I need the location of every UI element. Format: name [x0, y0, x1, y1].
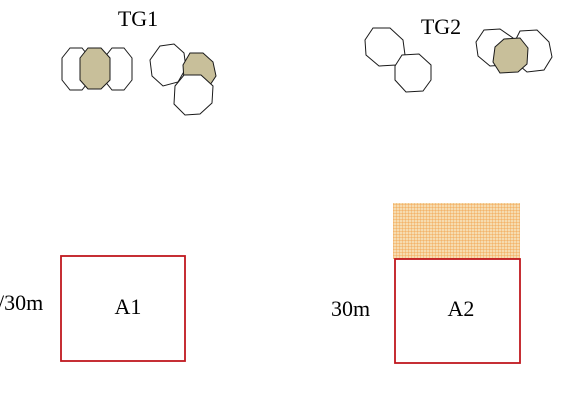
tg2-label: TG2: [421, 14, 461, 39]
a1-side-label: /30m: [0, 290, 43, 315]
tg1-label: TG1: [118, 6, 158, 31]
tg2-octagon: [394, 53, 432, 93]
a1-plot-name: A1: [115, 294, 142, 319]
tg2-octagon-shaded: [492, 37, 529, 74]
tg1-cluster-2: [149, 43, 217, 116]
tg1-octagon: [173, 74, 214, 116]
a2-plot-rect: [394, 258, 521, 364]
tg1-cluster-1: [61, 47, 133, 91]
a1-plot-rect: [60, 255, 186, 362]
tg1-octagon-shaded: [79, 47, 111, 90]
a2-grid-block: [393, 203, 520, 259]
a2-side-label: 30m: [331, 296, 370, 321]
a2-plot-name: A2: [448, 296, 475, 321]
tg2-cluster-1: [364, 27, 432, 93]
tg2-cluster-2: [475, 28, 553, 74]
